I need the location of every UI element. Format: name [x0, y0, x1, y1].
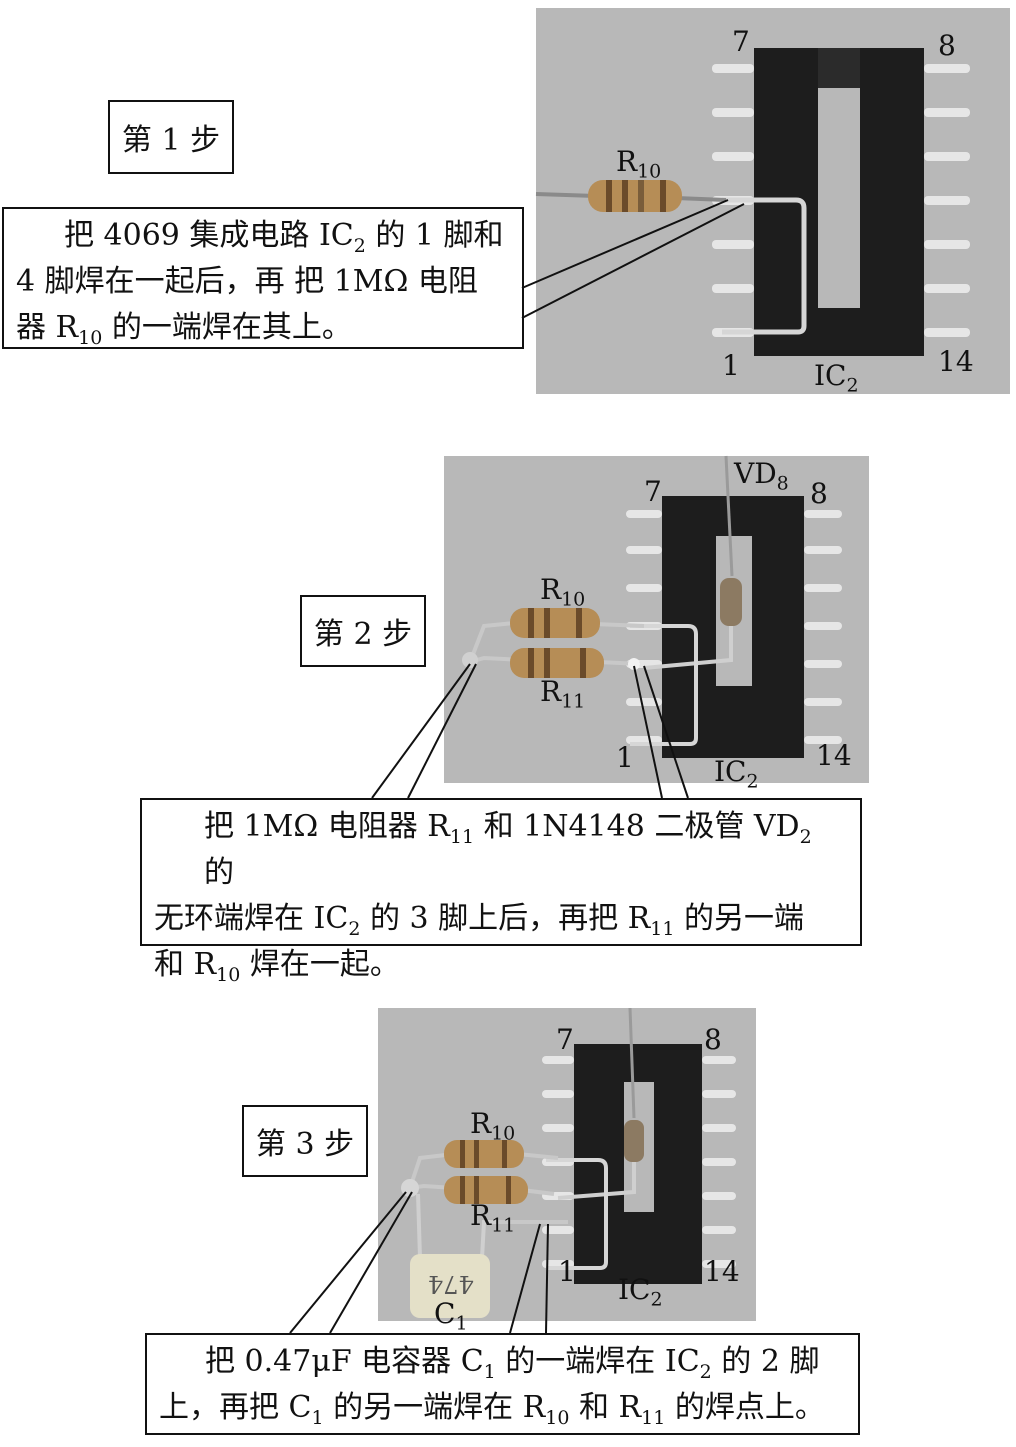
step3-line2: 上，再把 C1 的另一端焊在 R10 和 R11 的焊点上。	[159, 1385, 848, 1431]
step3-pin14-label: 14	[704, 1255, 740, 1288]
text-seg: 的一端焊在 IC	[495, 1344, 700, 1379]
step2-description: 把 1MΩ 电阻器 R11 和 1N4148 二极管 VD2 的 无环端焊在 I…	[140, 798, 862, 985]
text-seg: 和 R	[569, 1390, 642, 1425]
text-seg: 的另一端焊在 R	[323, 1390, 546, 1425]
c-label-sub: 1	[455, 1312, 468, 1335]
step3-r11-label: R11	[470, 1202, 515, 1240]
step2-pin14-label: 14	[816, 739, 852, 772]
text-seg: 的 2 脚	[711, 1344, 820, 1379]
text-seg: 的另一端	[674, 901, 804, 936]
step2-vd-label: VD8	[734, 460, 789, 498]
text-seg: 把 0.47μF 电容器 C	[205, 1344, 484, 1379]
step3-ic-label: IC2	[618, 1276, 663, 1314]
step3-c1-label: C1	[434, 1300, 468, 1338]
text-seg: 的 1 脚和	[365, 218, 504, 253]
step2-ic-label: IC2	[714, 758, 759, 796]
text-seg: 把 4069 集成电路 IC	[64, 218, 354, 253]
text-seg: 的	[204, 855, 234, 890]
vd-label-sub: 8	[776, 472, 789, 495]
r11-label-text: R	[470, 1199, 492, 1232]
text-sub: 1	[483, 1361, 496, 1383]
step2-pin8-label: 8	[810, 477, 828, 510]
text-sub: 10	[216, 964, 241, 986]
text-sub: 2	[353, 235, 366, 257]
step1-title: 第 1 步	[108, 100, 234, 174]
step2-line2: 无环端焊在 IC2 的 3 脚上后，再把 R11 的另一端	[154, 896, 850, 942]
step3-pin1-label: 1	[558, 1255, 576, 1288]
step1-pin8-label: 8	[938, 29, 956, 62]
step2-pin7-label: 7	[644, 475, 662, 508]
ic-label-sub: 2	[846, 374, 859, 397]
step3-photo: 474 7 8 1 14 IC2 R10 R11 C1	[378, 1007, 756, 1335]
step3-cap-marking: 474	[428, 1270, 474, 1298]
step1-pin7-label: 7	[732, 25, 750, 58]
text-sub: 2	[348, 918, 361, 940]
text-sub: 11	[449, 826, 475, 848]
ic-label-sub: 2	[746, 770, 759, 793]
step3-r10-label: R10	[470, 1110, 515, 1148]
text-seg: 的一端焊在其上。	[102, 310, 352, 345]
step3-description: 把 0.47μF 电容器 C1 的一端焊在 IC2 的 2 脚 上，再把 C1 …	[145, 1333, 860, 1435]
ic-label-text: IC	[618, 1273, 651, 1306]
text-sub: 10	[78, 327, 103, 349]
text-sub: 11	[641, 1407, 666, 1429]
r10-label-sub: 10	[491, 1122, 516, 1145]
step2-line3: 和 R10 焊在一起。	[154, 942, 850, 988]
r10-label-text: R	[540, 573, 562, 606]
text-seg: 上，再把 C	[159, 1390, 312, 1425]
step1-photo: 7 8 1 14 IC2 R10	[535, 8, 1010, 397]
step2-r10-label: R10	[540, 576, 585, 614]
step1-description: 把 4069 集成电路 IC2 的 1 脚和 4 脚焊在一起后，再 把 1MΩ …	[2, 207, 524, 349]
text-seg: 和 R	[154, 947, 217, 982]
step1-component-drawing	[535, 48, 970, 356]
text-sub: 2	[699, 1361, 712, 1383]
r10-label-sub: 10	[561, 588, 586, 611]
step2-line1: 把 1MΩ 电阻器 R11 和 1N4148 二极管 VD2 的	[154, 804, 850, 896]
step3-pin7-label: 7	[556, 1023, 574, 1056]
text-seg: 焊在一起。	[240, 947, 400, 982]
text-seg: 的焊点上。	[665, 1390, 825, 1425]
r11-label-text: R	[540, 675, 562, 708]
c-label-text: C	[434, 1297, 456, 1330]
step2-title: 第 2 步	[300, 595, 426, 667]
r-label-sub: 10	[637, 160, 662, 183]
r-label-text: R	[616, 145, 638, 178]
r10-label-text: R	[470, 1107, 492, 1140]
r11-label-sub: 11	[491, 1214, 516, 1237]
r11-label-sub: 11	[561, 690, 586, 713]
vd-label-text: VD	[734, 457, 777, 490]
step1-pin14-label: 14	[938, 345, 974, 378]
ic-label-text: IC	[814, 359, 847, 392]
ic-label-text: IC	[714, 755, 747, 788]
step1-ic-label: IC2	[814, 362, 859, 400]
step1-r10-label: R10	[616, 148, 661, 186]
text-sub: 10	[545, 1407, 570, 1429]
step2-r11-label: R11	[540, 678, 585, 716]
step1-line2: 4 脚焊在一起后，再 把 1MΩ 电阻	[16, 259, 512, 305]
ic-label-sub: 2	[650, 1288, 663, 1311]
text-sub: 1	[311, 1407, 324, 1429]
step2-pin1-label: 1	[616, 741, 634, 774]
step1-pin1-label: 1	[722, 349, 740, 382]
text-seg: 无环端焊在 IC	[154, 901, 349, 936]
step3-title: 第 3 步	[242, 1105, 368, 1177]
text-sub: 11	[650, 918, 675, 940]
step1-line1: 把 4069 集成电路 IC2 的 1 脚和	[16, 213, 512, 259]
text-sub: 2	[799, 826, 812, 848]
step3-component-drawing	[401, 1007, 736, 1318]
text-seg: 的 3 脚上后，再把 R	[360, 901, 651, 936]
text-seg: 把 1MΩ 电阻器 R	[204, 809, 450, 844]
step2-photo: 7 8 1 14 IC2 VD8 R10 R11	[444, 455, 869, 793]
step3-pin8-label: 8	[704, 1023, 722, 1056]
text-seg: 4 脚焊在一起后，再 把 1MΩ 电阻	[16, 264, 478, 299]
step3-line1: 把 0.47μF 电容器 C1 的一端焊在 IC2 的 2 脚	[159, 1339, 848, 1385]
text-seg: 器 R	[16, 310, 79, 345]
step1-line3: 器 R10 的一端焊在其上。	[16, 305, 512, 351]
text-seg: 和 1N4148 二极管 VD	[474, 809, 800, 844]
